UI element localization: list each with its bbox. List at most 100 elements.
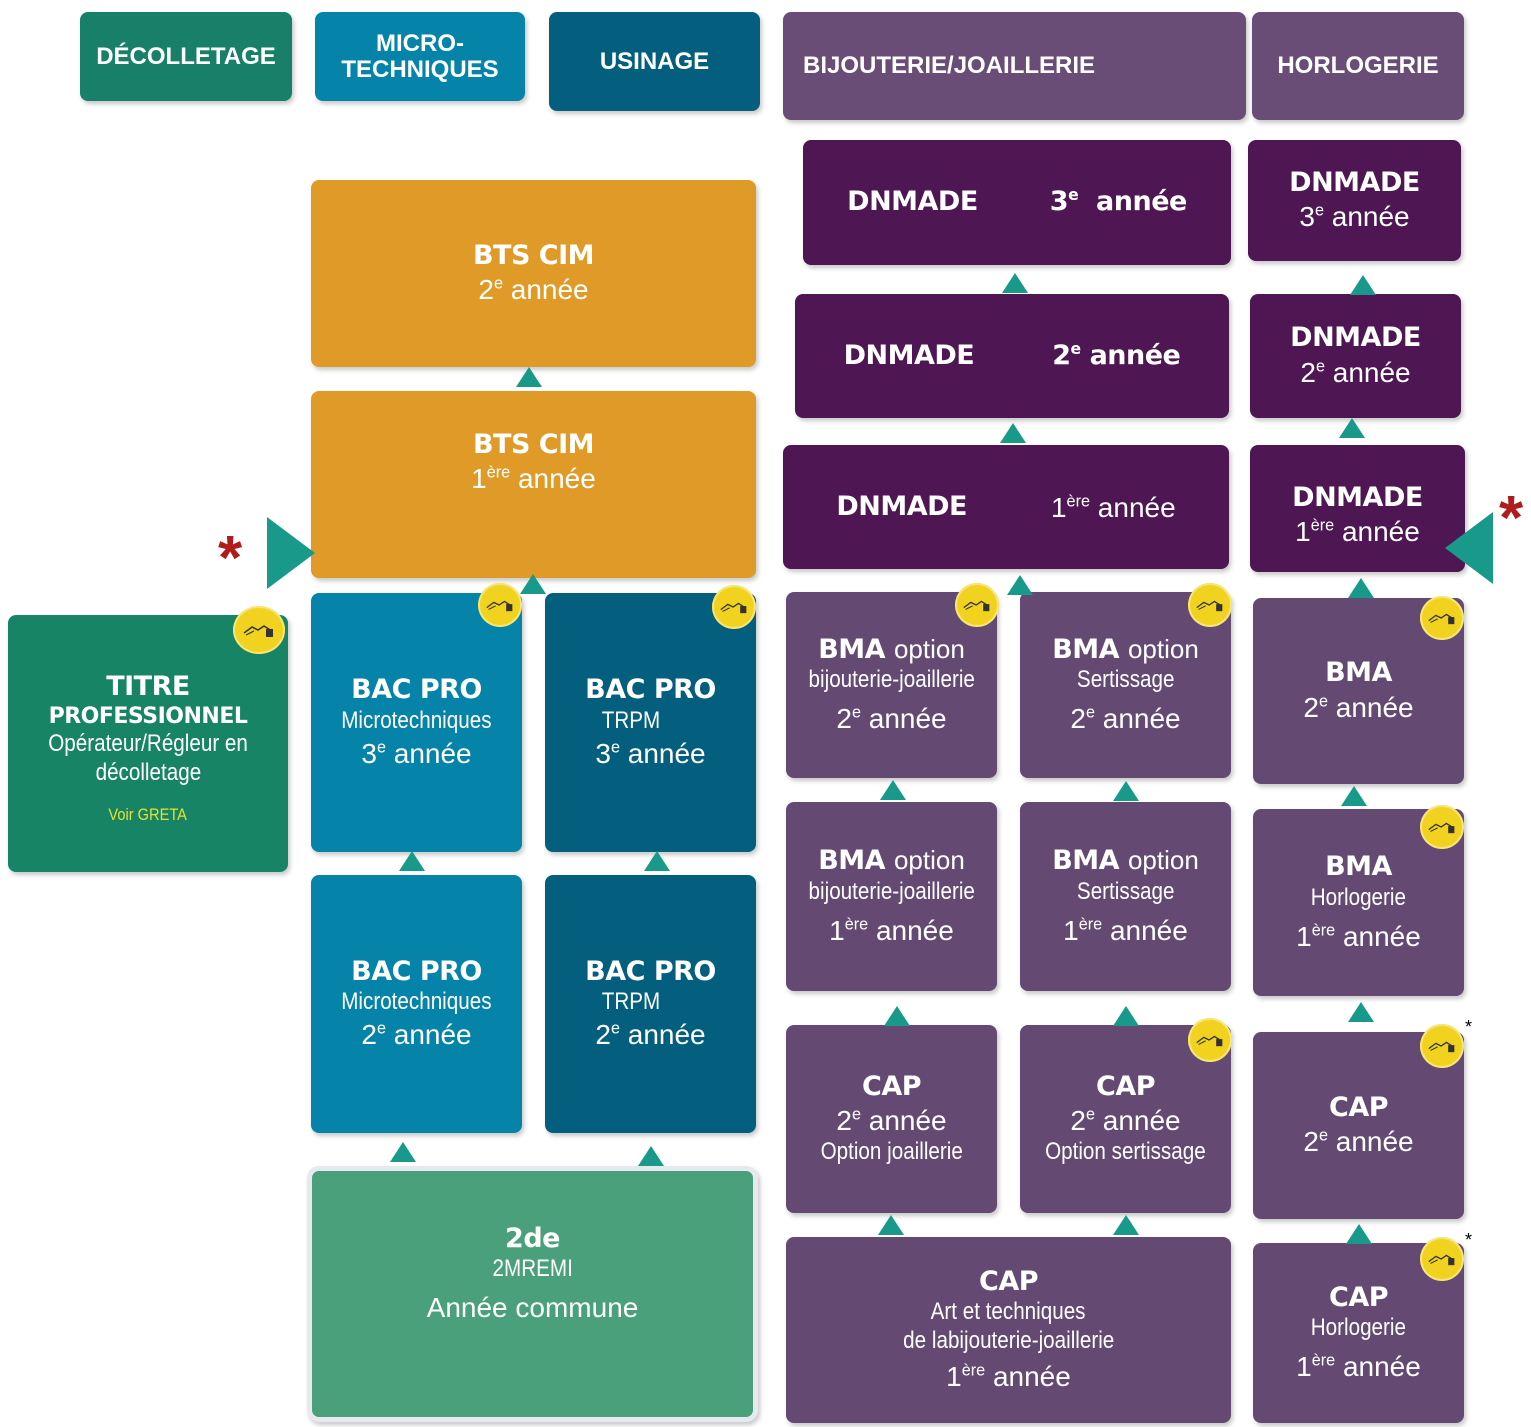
bma-bj-2-sub: bijouterie-joaillerie [808, 666, 975, 694]
arrow-up-bma-h-1-to-2 [1341, 786, 1367, 806]
arrow-up-cap-h-1-to-2 [1346, 1224, 1372, 1244]
bacpro-micro-3-year: 3e année [361, 737, 472, 769]
bma-h-1-year: 1ère année [1296, 920, 1421, 952]
arrow-up-bma-sert-1-to-2 [1113, 781, 1139, 801]
arrow-up-2de-to-micro [390, 1142, 416, 1162]
titre-line1: TITRE [106, 671, 190, 703]
bac-pro-trpm-2e: BAC PRO TRPM 2e année [545, 875, 756, 1133]
bts-cim-2e-annee: BTS CIM 2e année [311, 180, 756, 367]
bts-cim-1ere-annee: BTS CIM 1ère année [311, 391, 756, 578]
seconde-annee-commune: 2de 2MREMI Année commune [307, 1166, 758, 1422]
dnmade-h-2-title: DNMADE [1290, 322, 1421, 354]
dnmade-bj-1-year: 1ère année [1050, 491, 1176, 523]
titre-professionnel: TITRE PROFESSIONNEL Opérateur/Régleur en… [8, 615, 288, 872]
cap-art-1-line1: Art et techniques [931, 1297, 1086, 1325]
arrow-up-bma-to-dnmade-bj [1007, 575, 1033, 595]
bts-cim-1-title: BTS CIM [472, 429, 595, 460]
seconde-sub: 2MREMI [492, 1255, 573, 1283]
arrow-up-bacpro-to-bts [520, 574, 546, 594]
bma-h-2-title: BMA [1325, 657, 1392, 689]
bacpro-micro-2-sub: Microtechniques [341, 988, 492, 1016]
cap-h-2-title: CAP [1329, 1091, 1389, 1123]
bma-sert-1-title: BMA option [1052, 845, 1199, 877]
arrow-up-dnmade-h-2-to-3 [1350, 275, 1376, 295]
arrow-up-cap-joa-to-bma [884, 1006, 910, 1026]
arrow-right-to-bts [267, 517, 315, 589]
bma-sertissage-2e: BMA option Sertissage 2e année [1020, 592, 1231, 778]
cap-art-bijouterie-1ere: CAP Art et techniques de labijouterie-jo… [786, 1237, 1231, 1423]
arrow-up-micro-2-to-3 [399, 851, 425, 871]
header-horlogerie: HORLOGERIE [1252, 12, 1464, 120]
arrow-up-cap-sert-to-bma [1113, 1006, 1139, 1026]
header-micro-line2: TECHNIQUES [341, 55, 499, 83]
header-usinage: USINAGE [549, 12, 760, 111]
apprentissage-badge-icon [1188, 583, 1232, 627]
bma-sertissage-1ere: BMA option Sertissage 1ère année [1020, 802, 1231, 991]
cap-sertissage-2e: CAP 2e année Option sertissage [1020, 1025, 1231, 1213]
bacpro-micro-2-year: 2e année [361, 1019, 472, 1051]
bac-pro-microtechniques-3e: BAC PRO Microtechniques 3e année [311, 593, 522, 852]
header-decolletage-label: DÉCOLLETAGE [96, 42, 276, 70]
arrow-up-dnmade-h-1-to-2 [1339, 418, 1365, 438]
dnmade-bj-3-title: DNMADE [847, 186, 978, 218]
bma-bj-2-title: BMA option [818, 633, 965, 665]
bac-pro-microtechniques-2e: BAC PRO Microtechniques 2e année [311, 875, 522, 1133]
bma-bijouterie-2e: BMA option bijouterie-joaillerie 2e anné… [786, 592, 997, 778]
dnmade-h-3-title: DNMADE [1289, 166, 1420, 198]
arrow-up-bts1-to-bts2 [516, 367, 542, 387]
bts-cim-2-year: 2e année [478, 274, 589, 306]
arrow-up-bma-bj-1-to-2 [880, 780, 906, 800]
bacpro-micro-3-sub: Microtechniques [341, 706, 492, 734]
asterisk-bts-entry: * [218, 524, 243, 593]
dnmade-h-1-title: DNMADE [1292, 481, 1423, 513]
bma-h-2-year: 2e année [1303, 691, 1414, 723]
bts-cim-2-title: BTS CIM [472, 239, 595, 271]
bma-h-1-sub: Horlogerie [1310, 883, 1407, 911]
cap-sert-2-option: Option sertissage [1045, 1138, 1206, 1166]
arrow-up-2de-to-trpm [638, 1146, 664, 1166]
arrow-up-cap-art-to-joa [878, 1215, 904, 1235]
apprentissage-badge-icon [1420, 805, 1464, 849]
apprentissage-badge-icon [1420, 1237, 1464, 1281]
dnmade-bj-2-year: 2e année [1052, 338, 1181, 371]
bma-bj-1-sub: bijouterie-joaillerie [808, 877, 975, 905]
bma-sert-1-sub: Sertissage [1076, 877, 1175, 905]
arrow-up-dnmade-bj-1-to-2 [1000, 423, 1026, 443]
dnmade-bijouterie-3e: DNMADE 3e année [803, 140, 1231, 265]
titre-line2: PROFESSIONNEL [48, 703, 248, 729]
header-horlogerie-label: HORLOGERIE [1277, 52, 1439, 80]
bma-sert-2-title: BMA option [1052, 633, 1199, 665]
dnmade-bj-2-title: DNMADE [843, 339, 975, 371]
arrow-up-dnmade-bj-2-to-3 [1002, 273, 1028, 293]
cap-h-1-sub: Horlogerie [1310, 1314, 1407, 1342]
cap-art-1-year: 1ère année [946, 1361, 1071, 1393]
titre-line3: Opérateur/Régleur en [48, 729, 248, 757]
dnmade-h-2-year: 2e année [1300, 356, 1411, 388]
apprentissage-badge-icon [478, 583, 522, 627]
apprentissage-badge-icon [955, 583, 999, 627]
asterisk-cap-h-2: * [1465, 1017, 1473, 1037]
bacpro-trpm-3-year: 3e année [595, 737, 706, 769]
bma-sert-2-sub: Sertissage [1076, 666, 1175, 694]
cap-art-1-title: CAP [979, 1265, 1039, 1297]
bma-bj-1-year: 1ère année [829, 914, 954, 946]
header-bijouterie: BIJOUTERIE/JOAILLERIE [783, 12, 1246, 120]
asterisk-dnmade-h-entry: * [1499, 484, 1524, 553]
cap-joa-2-option: Option joaillerie [820, 1138, 963, 1166]
bma-sert-1-year: 1ère année [1063, 914, 1188, 946]
apprentissage-badge-icon [1188, 1018, 1232, 1062]
header-micro-line1: MICRO- [376, 30, 464, 58]
cap-sert-2-year: 2e année [1070, 1105, 1181, 1137]
cap-art-1-line2: de labijouterie-joaillerie [902, 1326, 1115, 1354]
arrow-up-cap-h-to-bma-h [1348, 1002, 1374, 1022]
cap-joa-2-title: CAP [862, 1070, 922, 1102]
header-usinage-label: USINAGE [599, 47, 710, 75]
bacpro-trpm-2-sub: TRPM [601, 988, 660, 1016]
arrow-up-bma-h-to-dnmade [1348, 578, 1374, 598]
apprentissage-badge-icon [1420, 1024, 1464, 1068]
arrow-up-trpm-2-to-3 [644, 851, 670, 871]
bma-horlogerie-1ere: BMA Horlogerie 1ère année [1253, 809, 1464, 996]
apprentissage-badge-icon [712, 585, 756, 629]
cap-sert-2-title: CAP [1096, 1070, 1156, 1102]
apprentissage-badge-icon [1420, 596, 1464, 640]
